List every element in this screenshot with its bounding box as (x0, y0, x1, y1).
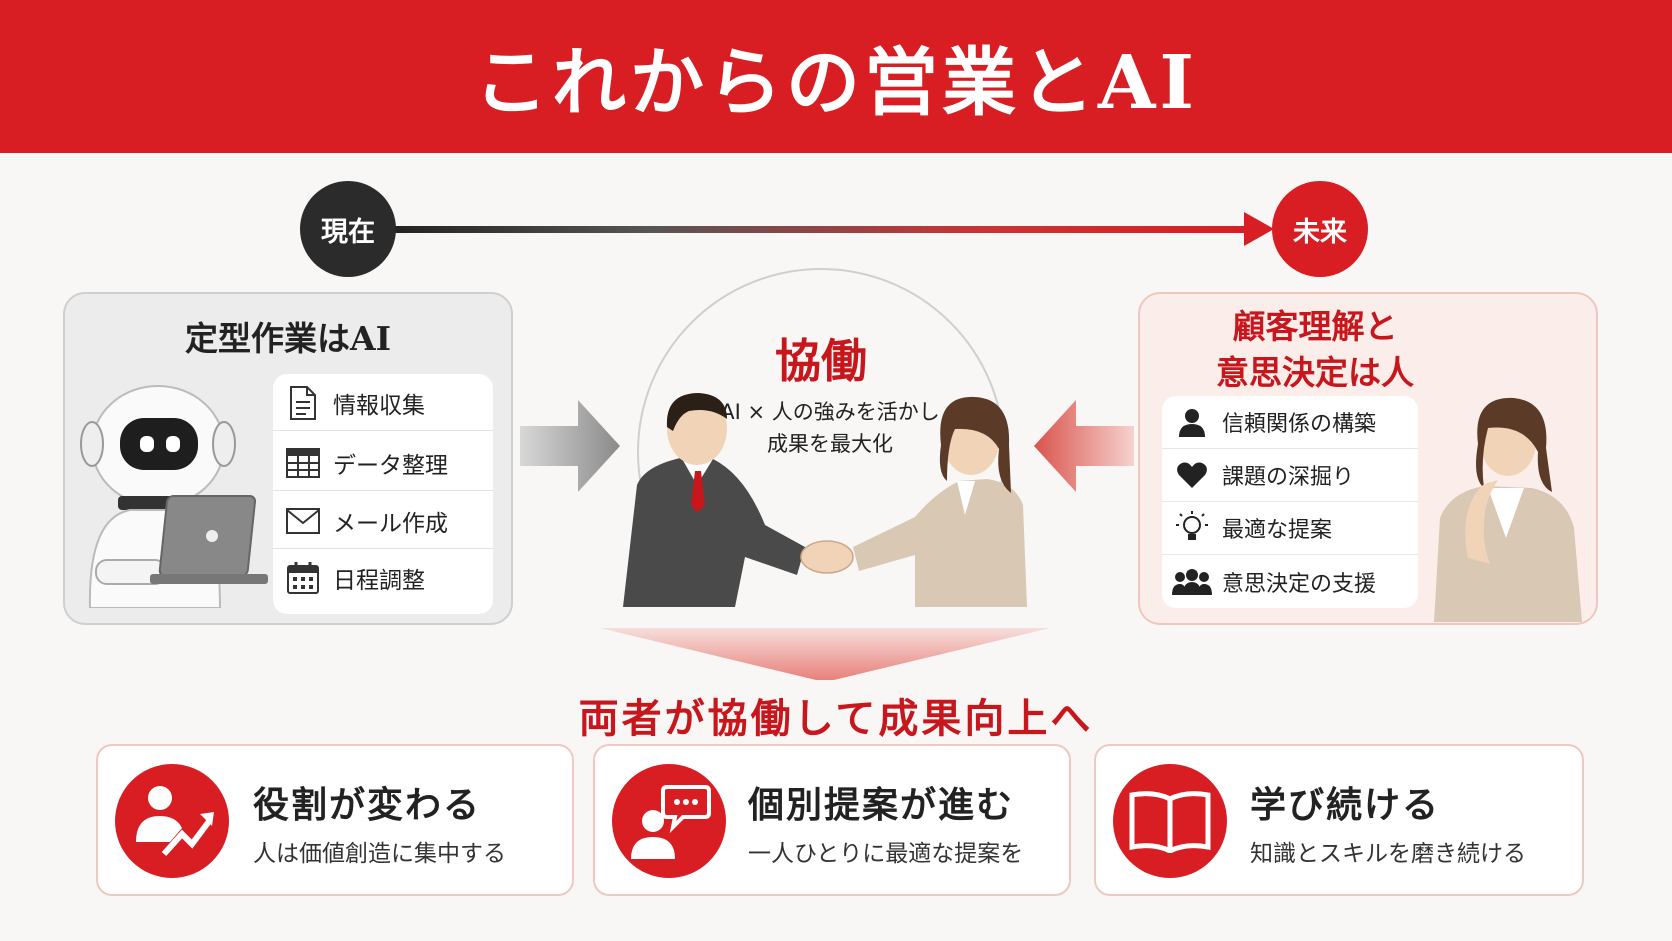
timeline-arrow-line (388, 226, 1248, 233)
card-title: 個別提案が進む (748, 784, 1015, 826)
list-item: 信頼関係の構築 (1162, 396, 1418, 449)
calendar-icon (273, 561, 333, 595)
collaboration-subtitle-line1: AI × 人の強みを活かし (720, 400, 940, 424)
task-label: メール作成 (333, 511, 448, 537)
mail-icon (273, 507, 333, 535)
result-headline: 両者が協働して成果向上へ (578, 695, 1094, 742)
card-title: 役割が変わる (253, 784, 482, 826)
heart-icon (1162, 461, 1222, 489)
human-task-label: 信頼関係の構築 (1222, 412, 1377, 437)
human-task-label: 意思決定の支援 (1222, 571, 1377, 597)
right-flow-arrow (1034, 400, 1134, 492)
group-icon (1162, 568, 1222, 595)
card-text: 人は価値創造に集中する (253, 841, 506, 867)
human-panel-title: 顧客理解と 意思決定は人 (1150, 304, 1480, 396)
ai-task-list: 情報収集 データ整理 メール作成 日程調整 (273, 374, 493, 614)
document-icon (273, 385, 333, 421)
list-item: 情報収集 (273, 376, 493, 431)
list-item: 日程調整 (273, 550, 493, 605)
timeline-future-badge: 未来 (1272, 181, 1368, 277)
timeline-now-badge: 現在 (300, 181, 396, 277)
lightbulb-icon (1162, 511, 1222, 545)
list-item: 最適な提案 (1162, 502, 1418, 555)
ai-panel-title: 定型作業はAI (184, 319, 392, 358)
table-icon (273, 447, 333, 479)
page-title: これからの営業とAI (473, 40, 1199, 126)
task-label: 情報収集 (333, 393, 425, 419)
collaboration-subtitle-line2: 成果を最大化 (767, 432, 893, 456)
collaboration-subtitle: AI × 人の強みを活かし 成果を最大化 (700, 396, 960, 460)
human-task-list: 信頼関係の構築 課題の深掘り 最適な提案 意思決定の支援 (1162, 396, 1418, 608)
card-text: 知識とスキルを磨き続ける (1250, 841, 1526, 867)
card-text: 一人ひとりに最適な提案を (748, 841, 1024, 867)
card-title: 学び続ける (1250, 784, 1441, 826)
task-label: 日程調整 (333, 567, 425, 594)
human-panel-title-line1: 顧客理解と (1232, 307, 1398, 346)
robot-icon (80, 385, 268, 608)
human-task-label: 最適な提案 (1222, 518, 1333, 543)
list-item: 意思決定の支援 (1162, 555, 1418, 608)
result-funnel (600, 628, 1050, 680)
task-label: データ整理 (333, 453, 448, 479)
human-panel-title-line2: 意思決定は人 (1216, 353, 1414, 392)
thinking-woman-illustration (1434, 397, 1582, 622)
list-item: データ整理 (273, 436, 493, 491)
chat-person-icon (612, 764, 726, 878)
list-item: メール作成 (273, 494, 493, 549)
collaboration-title: 協働 (775, 334, 867, 388)
book-icon (1113, 764, 1227, 878)
human-task-label: 課題の深掘り (1222, 465, 1355, 490)
left-flow-arrow (520, 400, 620, 492)
person-icon (1162, 407, 1222, 437)
list-item: 課題の深掘り (1162, 449, 1418, 502)
handshake-illustration (623, 393, 1027, 607)
growth-person-icon (115, 764, 229, 878)
header-banner: これからの営業とAI (0, 0, 1672, 153)
timeline-arrowhead (1244, 212, 1274, 246)
